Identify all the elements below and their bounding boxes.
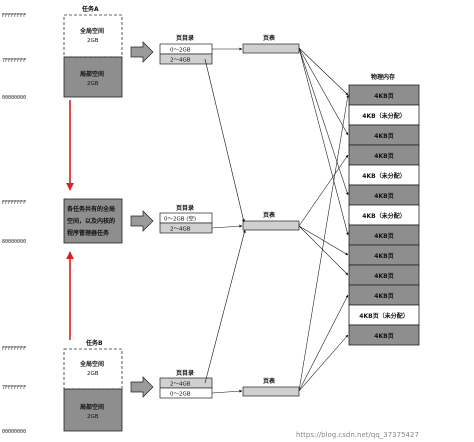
page-table-a: 页表 xyxy=(242,34,300,54)
physical-memory-title: 物理内存 xyxy=(371,73,395,81)
page-table-b-title: 页表 xyxy=(263,377,276,385)
shared-text-3: 程序管理器任务 xyxy=(66,229,110,237)
mapping-arrow xyxy=(298,47,349,196)
physical-page-label: 4KB（未分配） xyxy=(362,172,405,180)
physical-page-box xyxy=(348,324,420,346)
task-a-global-box xyxy=(63,14,123,58)
addr-b-zero: 00000000 xyxy=(2,429,26,435)
task-a-local-box xyxy=(63,56,123,98)
page-dir-k: 页目录 0～2GB (空) 2～4GB xyxy=(159,204,213,234)
task-b-local-box xyxy=(63,388,123,432)
task-a-title: 任务A xyxy=(81,5,99,13)
task-a-local-size: 2GB xyxy=(87,81,99,87)
page-table-k: 页表 xyxy=(242,211,300,231)
page-dir-a-entry2-box xyxy=(159,53,213,65)
task-a: FFFFFFFF 7FFFFFFF 00000000 任务A 全局空间 2GB … xyxy=(2,5,123,101)
mapping-arrow xyxy=(298,225,349,256)
task-b-global-label: 全局空间 xyxy=(79,360,104,368)
physical-page-label: 4KB页 xyxy=(374,252,393,260)
task-b-global-box xyxy=(63,348,123,390)
mapping-arrow xyxy=(298,294,349,392)
physical-page-label: 4KB（未分配） xyxy=(362,112,405,120)
page-dir-k-entry2: 2～4GB xyxy=(170,227,191,233)
page-dir-a-title: 页目录 xyxy=(176,34,194,42)
page-dir-b-entry1: 2～4GB xyxy=(170,382,191,388)
physical-pages: 4KB页 4KB（未分配） 4KB页 4KB页 4KB（未分配） 4KB页 4KB（未分配）… xyxy=(348,84,420,346)
physical-page-label: 4KB页 xyxy=(374,272,393,280)
shared-text-1: 各任务共有的全局 xyxy=(66,205,115,213)
page-dir-a-entry2: 2～4GB xyxy=(170,58,191,64)
watermark: https://blog.csdn.net/qq_37375427 xyxy=(296,431,419,439)
addr-k-base: 80000000 xyxy=(2,239,26,245)
addr-k-top: FFFFFFFF xyxy=(2,200,26,206)
page-table-a-title: 页表 xyxy=(263,34,276,42)
shared-space-box xyxy=(63,198,123,244)
mapping-arrow xyxy=(298,47,349,236)
physical-page-label: 4KB（未分配） xyxy=(362,212,405,220)
physical-page-label: 4KB页 xyxy=(374,332,393,340)
mapping-arrow xyxy=(298,47,349,136)
addr-b-mid: 7FFFFFFF xyxy=(2,385,26,391)
task-a-global-label: 全局空间 xyxy=(79,27,104,35)
physical-page-label: 4KB页 xyxy=(374,132,393,140)
addr-b-top: FFFFFFFF xyxy=(2,346,26,352)
task-a-global-size: 2GB xyxy=(87,38,99,44)
page-dir-a-entry1: 0～2GB xyxy=(170,48,191,54)
physical-page-label: 4KB页 xyxy=(374,92,393,100)
task-b: FFFFFFFF 7FFFFFFF 00000000 任务B 全局空间 2GB … xyxy=(2,339,123,435)
page-table-a-box xyxy=(242,43,300,54)
page-table-b: 页表 xyxy=(242,377,300,397)
mapping-arrow xyxy=(298,94,349,392)
mapping-arrow xyxy=(298,334,349,392)
task-a-local-label: 局部空间 xyxy=(79,70,104,78)
page-dir-b-entry2: 0～2GB xyxy=(170,392,191,398)
addr-a-mid: 7FFFFFFF xyxy=(2,58,26,64)
page-dir-k-title: 页目录 xyxy=(176,204,194,212)
addr-a-top: FFFFFFFF xyxy=(2,13,26,19)
mapping-arrow xyxy=(298,154,349,227)
physical-page-label: 4KB页 xyxy=(374,292,393,300)
task-b-local-size: 2GB xyxy=(87,414,99,420)
page-dir-b: 页目录 2～4GB 0～2GB xyxy=(159,369,213,399)
dir-to-table-arrows xyxy=(204,47,246,394)
addr-a-zero: 00000000 xyxy=(2,95,26,101)
mapping-arrow xyxy=(298,225,349,276)
physical-page-label: 4KB页（未分配） xyxy=(359,312,408,320)
task-b-local-label: 局部空间 xyxy=(79,403,104,411)
physical-page-label: 4KB页 xyxy=(374,152,393,160)
hollow-arrow-k xyxy=(130,210,154,232)
page-dir-k-entry1: 0～2GB (空) xyxy=(164,215,196,223)
page-dir-a: 页目录 0～2GB 2～4GB xyxy=(159,34,213,65)
page-table-k-title: 页表 xyxy=(263,211,276,219)
hollow-arrow-a xyxy=(130,41,154,63)
shared-space: FFFFFFFF 80000000 各任务共有的全局 空间，以及内核的 程序管理… xyxy=(2,198,123,245)
hollow-arrows xyxy=(130,41,154,398)
page-table-k-box xyxy=(242,220,300,231)
task-b-global-size: 2GB xyxy=(87,371,99,377)
physical-page-label: 4KB页 xyxy=(374,232,393,240)
page-table-b-box xyxy=(242,386,300,397)
physical-page-label: 4KB页 xyxy=(374,192,393,200)
page-dir-b-title: 页目录 xyxy=(176,369,194,377)
physical-memory: 物理内存 4KB页4KB（未分配）4KB页4KB页4KB（未分配）4KB页4KB… xyxy=(348,73,420,346)
task-b-title: 任务B xyxy=(85,339,103,347)
shared-text-2: 空间，以及内核的 xyxy=(67,217,115,225)
mapping-arrow xyxy=(298,47,349,96)
hollow-arrow-b xyxy=(130,376,154,398)
table-to-memory-arrows xyxy=(298,47,349,392)
